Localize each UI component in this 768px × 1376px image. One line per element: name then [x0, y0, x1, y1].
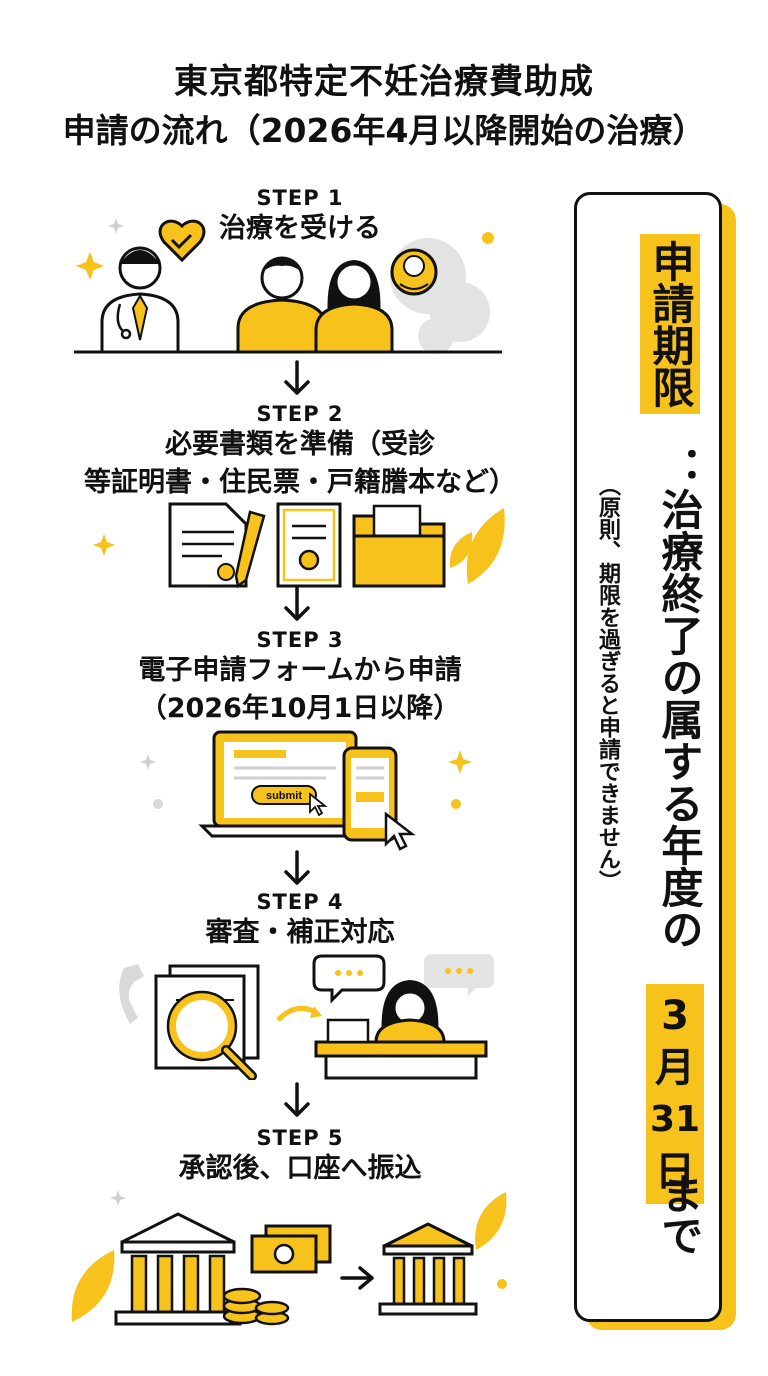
step-5-title: 承認後、口座へ振込 [178, 1153, 422, 1184]
documents-illustration [93, 502, 505, 589]
coins-icon [222, 1287, 290, 1326]
deadline-main-text: ：治療終了の属する年度の [655, 446, 704, 950]
review-illustration [119, 954, 494, 1080]
bank-icon [114, 1212, 242, 1326]
step-4: STEP 4 審査・補正対応 [70, 890, 530, 952]
down-arrow-icon [284, 850, 310, 885]
page-title-line2: 申請の流れ（2026年4月以降開始の治療） [62, 111, 706, 150]
deadline-date-highlight: 3 月 31 日 [646, 984, 704, 1204]
sparkle-icon [108, 218, 124, 234]
folder-icon [352, 504, 446, 588]
sparkle-icon [110, 1190, 126, 1206]
right-arrow-icon [340, 1266, 374, 1290]
page-title-line1: 東京都特定不妊治療費助成 [174, 62, 594, 102]
baby-thought-icon [390, 238, 490, 354]
leaf-icon [449, 508, 505, 584]
doctor-icon [100, 246, 180, 354]
down-arrow-icon [284, 360, 310, 395]
sparkle-icon [448, 750, 472, 774]
deadline-tail-text: まで [655, 1172, 704, 1256]
sparkle-icon [140, 754, 156, 770]
deadline-heading: 申請期限 [640, 234, 700, 414]
cursor-icon [309, 792, 328, 817]
down-arrow-icon [284, 1082, 310, 1117]
heart-bubble-icon [158, 219, 206, 263]
step-5-label: STEP 5 [256, 1126, 344, 1150]
reception-desk-icon [314, 1018, 488, 1080]
deadline-note: （原則、期限を過ぎると申請できません） [595, 474, 620, 892]
step-2-title-line2: 等証明書・住民票・戸籍謄本など） [84, 467, 516, 498]
speech-bubble-icon [424, 954, 494, 996]
dot-icon [497, 1279, 507, 1289]
step-1: STEP 1 治療を受ける [70, 186, 530, 248]
step-2-title-line1: 必要書類を準備（受診 [165, 429, 435, 460]
patient-man-icon [236, 256, 328, 354]
certificate-icon [276, 502, 342, 588]
bank-icon [378, 1222, 478, 1316]
treatment-illustration [74, 218, 502, 354]
dot-icon [451, 799, 461, 809]
speech-bubble-icon [312, 954, 386, 1004]
deadline-day-number: 31 [649, 1099, 701, 1140]
dot-icon [482, 232, 494, 244]
deadline-month-unit: 月 [655, 1045, 695, 1091]
cash-icon [250, 1224, 332, 1274]
online-application-illustration: submit [140, 730, 472, 851]
step-3: STEP 3 電子申請フォームから申請 （2026年10月1日以降） [70, 628, 530, 728]
step-4-label: STEP 4 [256, 890, 344, 914]
dot-icon [153, 799, 163, 809]
bank-transfer-illustration [71, 1190, 507, 1326]
step-1-label: STEP 1 [256, 186, 344, 210]
smartphone-icon [342, 746, 398, 842]
document-icon [168, 502, 266, 589]
step-1-title: 治療を受ける [219, 213, 381, 244]
leaf-icon [475, 1192, 507, 1250]
patient-woman-icon [314, 260, 394, 354]
step-5: STEP 5 承認後、口座へ振込 [70, 1126, 530, 1188]
deadline-day-unit: 日 [655, 1149, 695, 1195]
step-3-label: STEP 3 [256, 628, 344, 652]
magnifier-icon [166, 990, 257, 1080]
step-3-title-line1: 電子申請フォームから申請 [138, 655, 462, 686]
step-2-label: STEP 2 [256, 402, 344, 426]
step-3-title-line2: （2026年10月1日以降） [139, 693, 461, 724]
sparkle-icon [93, 534, 115, 556]
cursor-icon [384, 811, 416, 851]
step-2: STEP 2 必要書類を準備（受診 等証明書・住民票・戸籍謄本など） [70, 402, 530, 502]
sparkle-icon [76, 252, 104, 280]
down-arrow-icon [284, 586, 310, 621]
submit-button-label: submit [266, 790, 302, 802]
phone-icon [119, 964, 144, 1024]
submit-button-icon [251, 785, 317, 805]
step-4-title: 審査・補正対応 [205, 917, 395, 948]
deadline-month-number: 3 [661, 993, 689, 1039]
leaf-icon [71, 1250, 115, 1322]
